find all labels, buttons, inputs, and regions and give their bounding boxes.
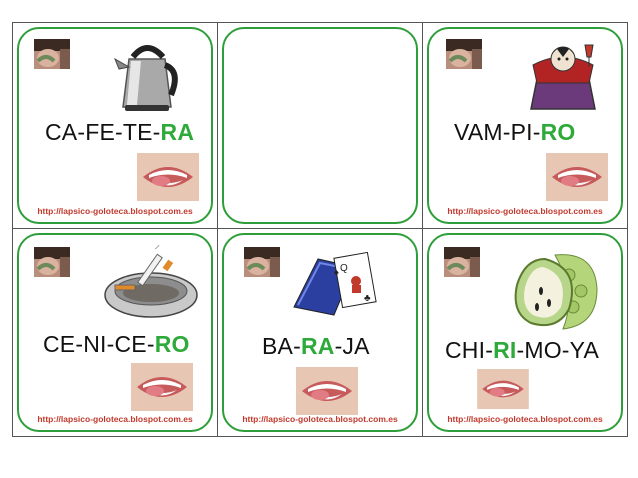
word-prefix: CE-NI-CE- xyxy=(43,331,155,357)
word-prefix: VAM-PI- xyxy=(454,119,541,145)
cherimoya-icon xyxy=(514,254,598,330)
mouth-photo-icon xyxy=(137,153,199,201)
word-highlight: RA xyxy=(300,333,335,359)
card-cafetera: CA-FE-TE-RA http://lapsico-goloteca.blos… xyxy=(13,23,218,229)
source-url: http://lapsico-goloteca.blospot.com.es xyxy=(242,414,398,424)
mouth-photo-icon xyxy=(546,153,608,201)
word-suffix: -JA xyxy=(334,333,370,359)
card-cenicero: CE-NI-CE-RO http://lapsico-goloteca.blos… xyxy=(13,229,218,437)
card-border: CHI-RI-MO-YA http://lapsico-goloteca.blo… xyxy=(427,233,623,432)
vampire-icon xyxy=(530,44,596,110)
word-prefix: CHI- xyxy=(445,337,494,363)
card-blank xyxy=(218,23,423,229)
flashcard-sheet: CA-FE-TE-RA http://lapsico-goloteca.blos… xyxy=(12,22,628,437)
mouth-photo-icon xyxy=(296,367,358,415)
card-vampiro: VAM-PI-RO http://lapsico-goloteca.blospo… xyxy=(423,23,628,229)
face-photo-icon xyxy=(34,39,70,69)
svg-text:♠: ♠ xyxy=(334,267,339,277)
word-label: VAM-PI-RO xyxy=(454,119,576,146)
mouth-photo-icon xyxy=(477,369,529,409)
face-photo-icon xyxy=(244,247,280,277)
word-highlight: RI xyxy=(493,337,517,363)
word-label: CE-NI-CE-RO xyxy=(43,331,190,358)
word-suffix: -MO-YA xyxy=(516,337,600,363)
card-border: CE-NI-CE-RO http://lapsico-goloteca.blos… xyxy=(17,233,213,432)
source-url: http://lapsico-goloteca.blospot.com.es xyxy=(37,206,193,216)
card-chirimoya: CHI-RI-MO-YA http://lapsico-goloteca.blo… xyxy=(423,229,628,437)
word-prefix: BA- xyxy=(262,333,301,359)
source-url: http://lapsico-goloteca.blospot.com.es xyxy=(447,206,603,216)
source-url: http://lapsico-goloteca.blospot.com.es xyxy=(37,414,193,424)
card-baraja: Q ♣ ♠ BA-RA-JA http://lapsico-goloteca.b… xyxy=(218,229,423,437)
word-prefix: CA-FE-TE- xyxy=(45,119,161,145)
svg-text:♣: ♣ xyxy=(364,293,371,304)
card-border: VAM-PI-RO http://lapsico-goloteca.blospo… xyxy=(427,27,623,224)
face-photo-icon xyxy=(34,247,70,277)
source-url: http://lapsico-goloteca.blospot.com.es xyxy=(447,414,603,424)
face-photo-icon xyxy=(444,247,480,277)
svg-text:Q: Q xyxy=(340,263,348,274)
word-highlight: RA xyxy=(160,119,195,145)
word-highlight: RO xyxy=(154,331,190,357)
kettle-icon xyxy=(114,45,178,111)
word-label: CA-FE-TE-RA xyxy=(45,119,194,146)
card-border: CA-FE-TE-RA http://lapsico-goloteca.blos… xyxy=(17,27,213,224)
word-highlight: RO xyxy=(540,119,576,145)
ashtray-icon xyxy=(104,245,198,318)
face-photo-icon xyxy=(446,39,482,69)
word-label: BA-RA-JA xyxy=(262,333,370,360)
card-border: Q ♣ ♠ BA-RA-JA http://lapsico-goloteca.b… xyxy=(222,233,418,432)
playing-cards-icon: Q ♣ ♠ xyxy=(293,251,377,316)
word-label: CHI-RI-MO-YA xyxy=(445,337,599,364)
card-border xyxy=(222,27,418,224)
mouth-photo-icon xyxy=(131,363,193,411)
